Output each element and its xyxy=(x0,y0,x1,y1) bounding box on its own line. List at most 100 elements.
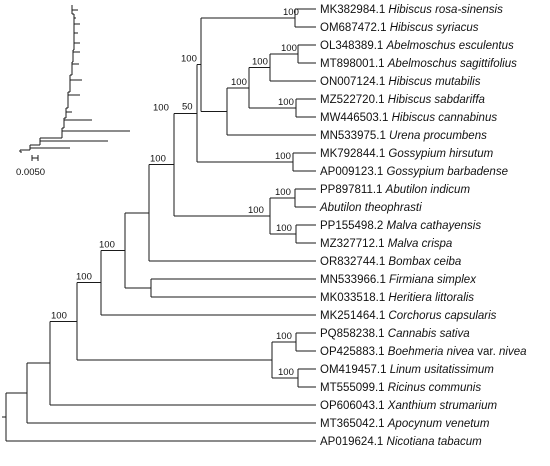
species-name: Cannabis sativa xyxy=(388,328,470,340)
accession-number: PP897811.1 xyxy=(320,184,386,196)
accession-number: MW446503.1 xyxy=(320,112,392,124)
species-name: Firmiana simplex xyxy=(389,274,477,286)
tip-label: MW446503.1 Hibiscus cannabinus xyxy=(320,112,497,124)
bootstrap-value: 100 xyxy=(283,7,299,18)
accession-number: AP019624.1 xyxy=(320,436,387,448)
species-name: Hibiscus cannabinus xyxy=(392,112,498,124)
bootstrap-value: 100 xyxy=(276,331,292,342)
accession-number: MK382984.1 xyxy=(320,4,388,16)
bootstrap-value: 100 xyxy=(248,205,264,216)
species-name: Heritiera littoralis xyxy=(388,292,474,304)
tip-label: MK251464.1 Corchorus capsularis xyxy=(320,310,497,322)
bootstrap-value: 100 xyxy=(153,102,169,113)
tip-label: PP897811.1 Abutilon indicum xyxy=(320,184,470,196)
bootstrap-value: 100 xyxy=(150,154,166,165)
accession-number: MT555099.1 xyxy=(320,382,388,394)
bootstrap-value: 100 xyxy=(181,54,197,65)
bootstrap-value: 100 xyxy=(276,223,292,234)
bootstrap-value: 100 xyxy=(275,151,291,162)
tip-label: OP606043.1 Xanthium strumarium xyxy=(320,400,497,412)
inset-tree-thumbnail xyxy=(19,5,130,153)
species-name: Nicotiana tabacum xyxy=(387,436,483,448)
accession-number: ON007124.1 xyxy=(320,76,388,88)
accession-number: MN533975.1 xyxy=(320,130,389,142)
species-name: Abutilon theophrasti xyxy=(319,202,422,214)
accession-number: MK033518.1 xyxy=(320,292,388,304)
accession-number: OM419457.1 xyxy=(320,364,390,376)
species-name: Corchorus capsularis xyxy=(388,310,496,322)
tip-label: MT365042.1 Apocynum venetum xyxy=(320,418,490,430)
tip-label: MK792844.1 Gossypium hirsutum xyxy=(320,148,494,160)
accession-number: MK792844.1 xyxy=(320,148,388,160)
accession-number: MK251464.1 xyxy=(320,310,388,322)
tip-labels: MK382984.1 Hibiscus rosa-sinensisOM68747… xyxy=(319,4,527,448)
tip-label: OP425883.1 Boehmeria nivea var. nivea xyxy=(320,346,527,358)
tip-label: MZ327712.1 Malva crispa xyxy=(320,238,452,250)
bootstrap-value: 100 xyxy=(51,310,67,321)
bootstrap-value: 100 xyxy=(76,272,92,283)
tip-label: PP155498.2 Malva cathayensis xyxy=(320,220,481,232)
accession-number: MZ327712.1 xyxy=(320,238,388,250)
species-name: Bombax ceiba xyxy=(388,256,461,268)
tip-label: PQ858238.1 Cannabis sativa xyxy=(320,328,470,340)
tip-label: MK382984.1 Hibiscus rosa-sinensis xyxy=(320,4,503,16)
accession-number: MN533966.1 xyxy=(320,274,389,286)
species-name: Abutilon indicum xyxy=(385,184,471,196)
species-name: Xanthium strumarium xyxy=(387,400,498,412)
accession-number: MT365042.1 xyxy=(320,418,388,430)
species-name: Malva cathayensis xyxy=(387,220,482,232)
bootstrap-value: 50 xyxy=(182,101,193,112)
bootstrap-value: 100 xyxy=(281,43,297,54)
species-name: Hibiscus mutabilis xyxy=(388,76,480,88)
tip-label: MT898001.1 Abelmoschus sagittifolius xyxy=(320,58,517,70)
species-name: Hibiscus rosa-sinensis xyxy=(388,4,503,16)
tip-label: OM687472.1 Hibiscus syriacus xyxy=(320,22,479,34)
species-name: Ricinus communis xyxy=(388,382,482,394)
accession-number: MZ522720.1 xyxy=(320,94,388,106)
species-name: Abelmoschus esculentus xyxy=(386,40,514,52)
tip-label: MZ522720.1 Hibiscus sabdariffa xyxy=(320,94,485,106)
tip-label: ON007124.1 Hibiscus mutabilis xyxy=(320,76,481,88)
species-name: Urena procumbens xyxy=(389,130,487,142)
accession-number: PP155498.2 xyxy=(320,220,387,232)
tree-branches xyxy=(2,8,316,442)
species-name: Abelmoschus sagittifolius xyxy=(387,58,517,70)
tip-label: OR832744.1 Bombax ceiba xyxy=(320,256,461,268)
tip-label: AP019624.1 Nicotiana tabacum xyxy=(320,436,482,448)
tip-label: MN533966.1 Firmiana simplex xyxy=(320,274,477,286)
bootstrap-value: 100 xyxy=(278,97,294,108)
species-name: Apocynum venetum xyxy=(387,418,490,430)
bootstrap-value: 100 xyxy=(275,187,291,198)
accession-number: AP009123.1 xyxy=(320,166,387,178)
species-name: Malva crispa xyxy=(388,238,453,250)
accession-number: OP425883.1 xyxy=(320,346,388,358)
species-name: Boehmeria nivea xyxy=(388,346,474,358)
tip-label: OM419457.1 Linum usitatissimum xyxy=(320,364,494,376)
bootstrap-value: 100 xyxy=(231,77,247,88)
variety-marker: var. xyxy=(474,346,499,358)
bootstrap-values: 100 100 100 100 100 50 100 100 100 100 100 100 100 10… xyxy=(51,7,299,378)
scale-bar-label: 0.0050 xyxy=(16,167,45,178)
accession-number: OP606043.1 xyxy=(320,400,388,412)
tip-label: AP009123.1 Gossypium barbadense xyxy=(320,166,508,178)
tip-label: MK033518.1 Heritiera littoralis xyxy=(320,292,474,304)
species-name: Hibiscus sabdariffa xyxy=(388,94,485,106)
variety-name: nivea xyxy=(499,346,527,358)
tip-label: MT555099.1 Ricinus communis xyxy=(320,382,481,394)
bootstrap-value: 100 xyxy=(252,57,268,68)
accession-number: OR832744.1 xyxy=(320,256,388,268)
accession-number: PQ858238.1 xyxy=(320,328,388,340)
accession-number: OM687472.1 xyxy=(320,22,390,34)
scale-bar: 0.0050 xyxy=(16,155,45,178)
species-name: Gossypium hirsutum xyxy=(388,148,493,160)
bootstrap-value: 100 xyxy=(278,367,294,378)
accession-number: MT898001.1 xyxy=(320,58,388,70)
species-name: Gossypium barbadense xyxy=(387,166,508,178)
species-name: Linum usitatissimum xyxy=(390,364,495,376)
tip-label: Abutilon theophrasti xyxy=(319,202,422,214)
accession-number: OL348389.1 xyxy=(320,40,387,52)
tip-label: MN533975.1 Urena procumbens xyxy=(320,130,487,142)
species-name: Hibiscus syriacus xyxy=(390,22,479,34)
tip-label: OL348389.1 Abelmoschus esculentus xyxy=(320,40,514,52)
